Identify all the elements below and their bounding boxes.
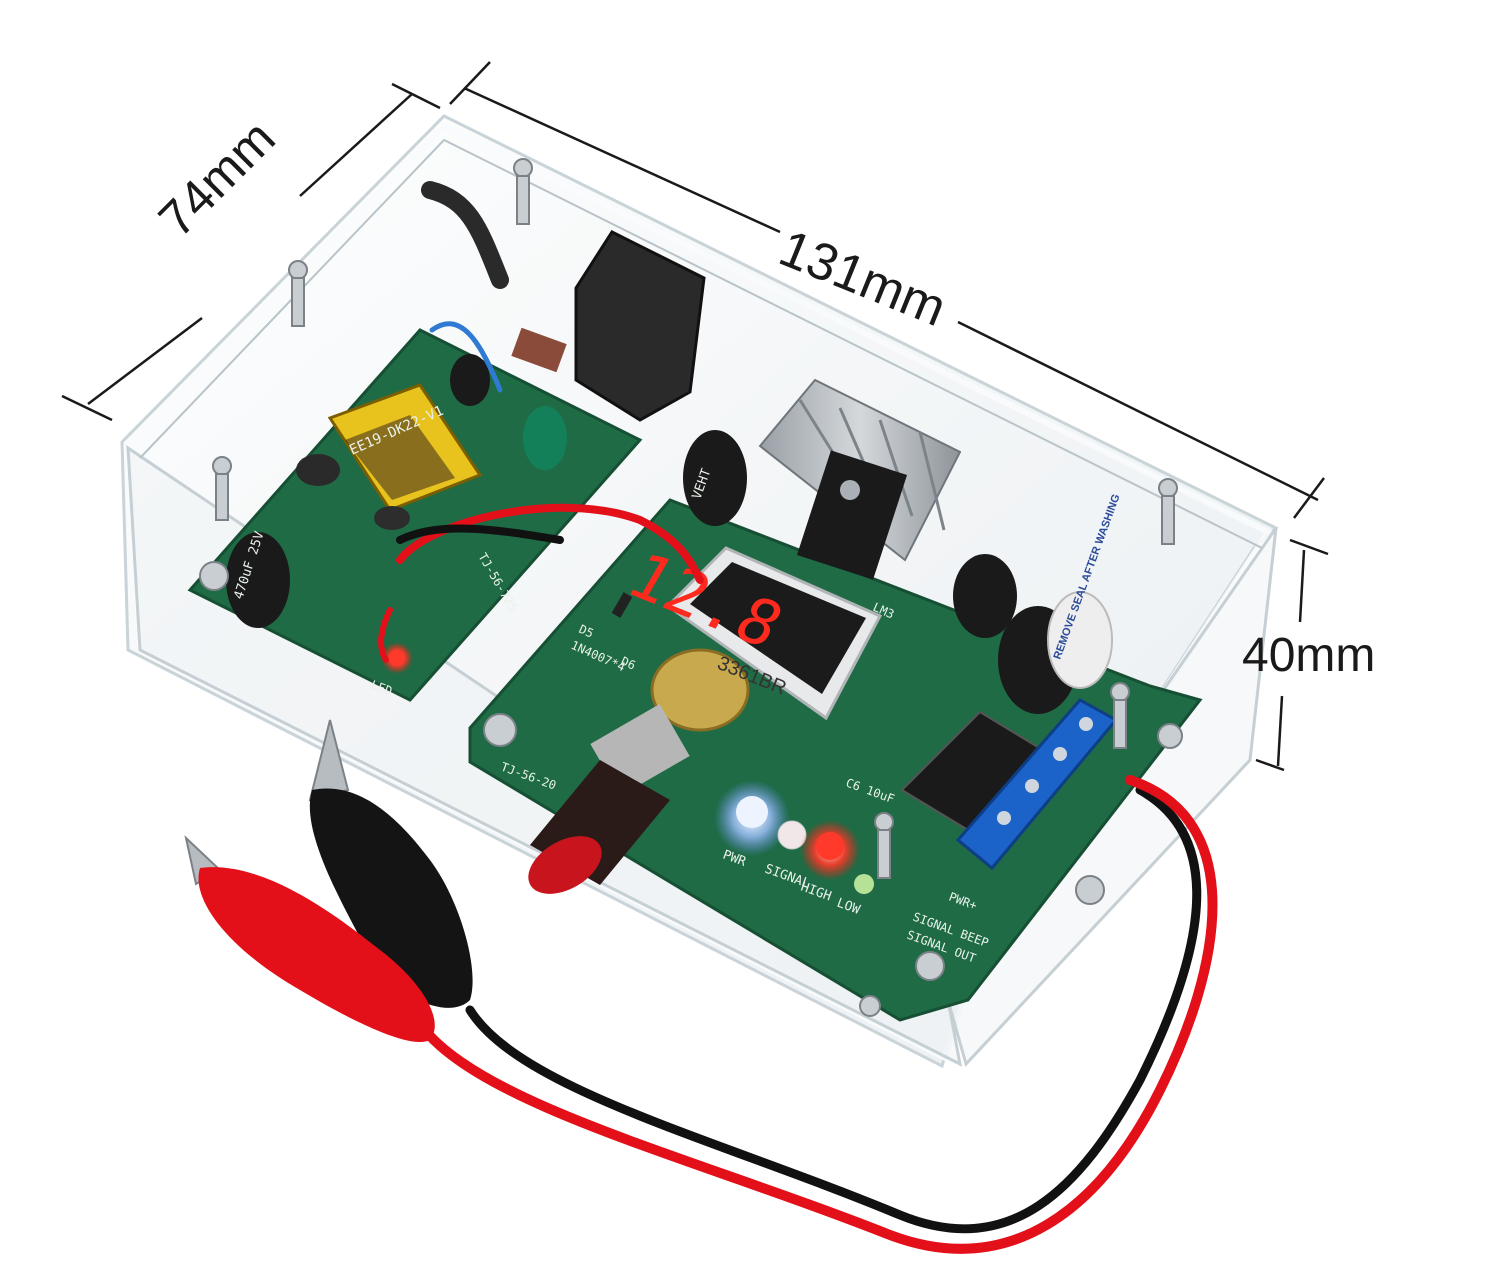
red-alligator-clip — [184, 835, 435, 1042]
height-dimension-label: 40mm — [1242, 629, 1376, 682]
test-leads — [425, 775, 1218, 1254]
screws — [199, 158, 1183, 1017]
power-board: EE19-DK22-V1 470uF 25V LED TJ-56-725 — [187, 327, 643, 702]
d6-label: D6 — [619, 654, 638, 673]
main-board: LM3 VEHT D5 1N4007*4 D6 REMOVE SEAL AFTE… — [468, 378, 1203, 1022]
dimension-lines — [61, 61, 1329, 772]
dc-socket — [574, 230, 706, 422]
d5-label: D5 — [577, 622, 596, 641]
internal-wires — [378, 181, 704, 663]
led-label: LED — [369, 678, 394, 699]
black-alligator-clip — [308, 719, 473, 1008]
